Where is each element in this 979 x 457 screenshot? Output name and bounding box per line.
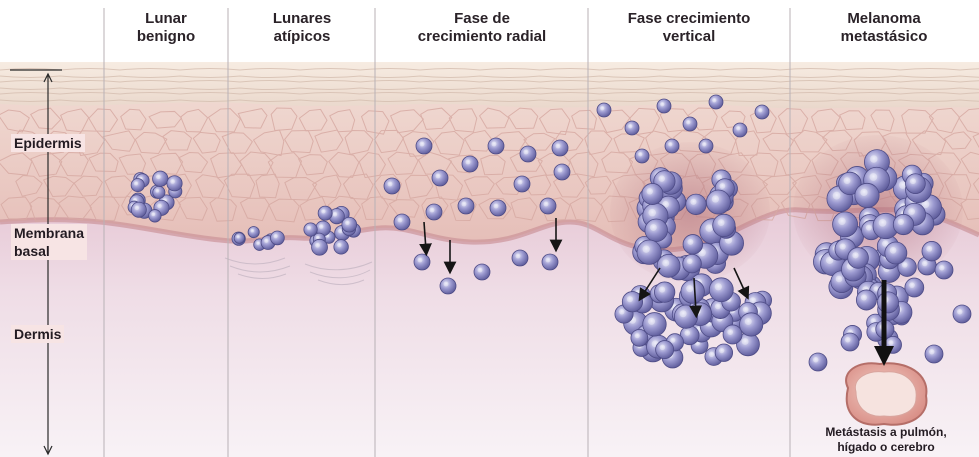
layer-label-basement-membrane: Membrana basal	[11, 224, 87, 260]
stage-label-atypical-moles: Lunares atípicos	[232, 10, 372, 46]
metastasis-note: Metástasis a pulmón, hígado o cerebro	[798, 425, 974, 455]
layer-label-dermis: Dermis	[11, 325, 64, 343]
stage-label-metastatic-melanoma: Melanoma metastásico	[794, 10, 974, 46]
stage-label-radial-growth: Fase de crecimiento radial	[380, 10, 584, 46]
metastasis-organ	[846, 363, 926, 425]
stage-label-vertical-growth: Fase crecimiento vertical	[592, 10, 786, 46]
stage-label-benign-mole: Lunar benigno	[110, 10, 222, 46]
layer-label-epidermis: Epidermis	[11, 134, 85, 152]
